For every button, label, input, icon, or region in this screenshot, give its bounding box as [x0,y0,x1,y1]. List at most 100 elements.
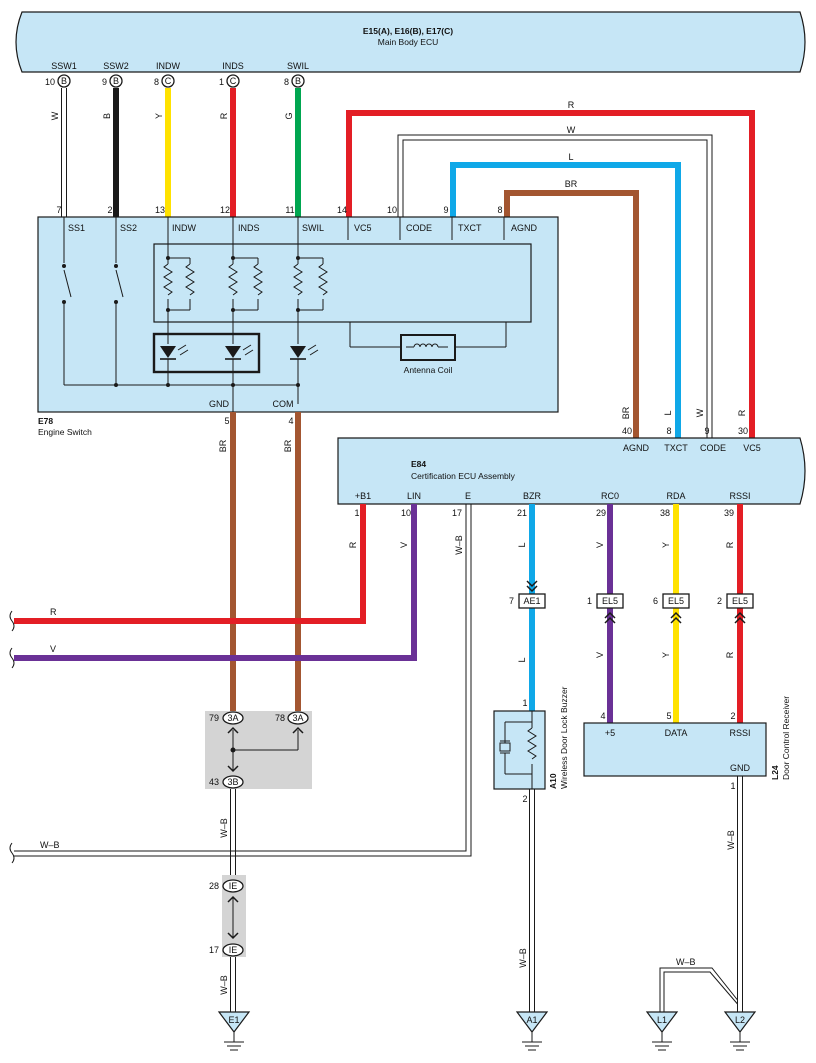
e84-wire-b1: R [348,541,358,548]
bzr-wire: L L [517,504,538,711]
l24-pin-data: 5 [666,711,671,721]
e84-wire-code: W [695,408,705,417]
jb-wb-wire: W–B [219,789,236,880]
door-control-receiver: 4 5 2 +5 DATA RSSI GND L24 Door Control … [583,696,791,791]
e84-pin-bzr: 21 [517,508,527,518]
e78-pin-swil: 11 [285,205,294,215]
l24-signal-gnd: GND [730,763,751,773]
main-ecu-pin-indw: 8 [154,77,159,87]
e84-bottom-pins: 1 10 17 21 29 38 39 [354,508,734,518]
a10-pin-top: 1 [522,698,527,708]
e84-pin-rc0: 29 [596,508,606,518]
l24-code: L24 [770,765,780,780]
main-ecu-pin-ssw2: 9 [102,77,107,87]
main-ecu-subtitle: Main Body ECU [378,37,438,47]
led-indw [160,344,189,385]
l24-wire-rssi: R [725,651,735,658]
a10-pin-bottom: 2 [522,794,527,804]
jb-wire-bottom: W–B [219,975,229,995]
j3a-left-name: 3A [227,713,238,723]
junction-ie: IE 28 IE 17 [209,875,246,957]
e84-signal-rssi: RSSI [729,491,750,501]
main-ecu-pin-swil: 8 [284,77,289,87]
connector-el5-6: EL5 6 [653,593,690,609]
wire-color-indw: Y [154,113,164,119]
l24-pin-5v: 4 [600,711,605,721]
e84-signal-agnd: AGND [623,443,650,453]
j3a-left-pin: 79 [209,713,219,723]
e78-pin-ss2: 2 [107,205,112,215]
ie-bottom-name: IE [229,945,238,955]
e78-signal-swil: SWIL [302,223,324,233]
wire-color-ssw2: B [102,113,112,119]
el5a-name: EL5 [602,596,618,606]
e84-pin-txct: 8 [666,426,671,436]
main-ecu-signal-indw: INDW [156,61,180,71]
e84-code: E84 [411,459,426,469]
ie-top-pin: 28 [209,881,219,891]
ground-a1: A1 [515,1011,549,1051]
e78-pin-com: 4 [288,416,293,426]
e78-signal-txct: TXCT [458,223,482,233]
wires-main-to-switch: W B Y R G [50,88,301,217]
main-ecu-connector-ovals: B B C C B [57,74,305,88]
el5c-name: EL5 [732,596,748,606]
connector-el5-2: EL5 2 [717,593,754,609]
ground-l2: L2 [723,1011,757,1051]
ground-a1-label: A1 [526,1015,537,1025]
e84-wire-txct: L [663,410,673,415]
jb-wire-top: W–B [219,818,229,838]
e84-signal-lin: LIN [407,491,421,501]
e84-wire-e: W–B [454,535,464,555]
cross-wire-l: L [568,152,573,162]
left-incoming-wires: R V R V [9,504,417,669]
j3a-right-name: 3A [292,713,303,723]
ground-e1: E1 [217,1011,251,1051]
cross-wires: R W L BR [346,100,755,438]
wire-color-swil: G [284,112,294,119]
main-ecu-terminals: SSW1 SSW2 INDW INDS SWIL 10 9 8 1 8 [45,61,309,87]
main-ecu-signal-ssw2: SSW2 [103,61,129,71]
led-swil [290,344,319,404]
e84-wire-rssi: R [725,541,735,548]
l1-branch: W–B [676,957,696,967]
j3b-pin: 43 [209,777,219,787]
e84-signal-b1: +B1 [355,491,371,501]
e84-wire-lin: V [399,542,409,548]
antenna-coil-label: Antenna Coil [404,365,453,375]
left-wire-v: V [50,644,56,654]
e84-wire-bzr: L [517,542,527,547]
e84-signal-rda: RDA [666,491,685,501]
resistor-group-inds [228,244,263,312]
wire-color-com: BR [283,439,293,452]
e78-signal-code: CODE [406,223,432,233]
e78-signal-ss2: SS2 [120,223,137,233]
resistor-group-swil [293,244,328,312]
e78-signal-vc5: VC5 [354,223,372,233]
main-ecu-conn-inds: C [230,76,237,86]
l24-wire: W–B [726,830,736,850]
e84-pin-b1: 1 [354,508,359,518]
e1-ground-wire: W–B [219,957,236,1012]
e78-signal-ss1: SS1 [68,223,85,233]
l24-signal-5v: +5 [605,728,615,738]
main-ecu-signal-ssw1: SSW1 [51,61,77,71]
e78-name: Engine Switch [38,427,92,437]
e78-signal-inds: INDS [238,223,260,233]
el5a-pin: 1 [587,596,592,606]
ground-l1: L1 [645,1011,679,1051]
e84-pin-code: 9 [704,426,709,436]
main-ecu-conn-ssw1: B [61,76,67,86]
main-body-ecu: E15(A), E16(B), E17(C) Main Body ECU [15,11,806,73]
e84-top-pins: 40 8 9 30 BR L W R [621,406,748,436]
el5b-name: EL5 [668,596,684,606]
ie-top-name: IE [229,881,238,891]
left-wire-r: R [50,607,57,617]
ae1-name: AE1 [523,596,540,606]
e78-signal-indw: INDW [172,223,196,233]
certification-ecu: E84 Certification ECU Assembly AGND TXCT… [337,437,806,505]
ie-bottom-pin: 17 [209,945,219,955]
wire-color-ssw1: W [50,111,60,120]
l24-wire-data: Y [661,652,671,658]
